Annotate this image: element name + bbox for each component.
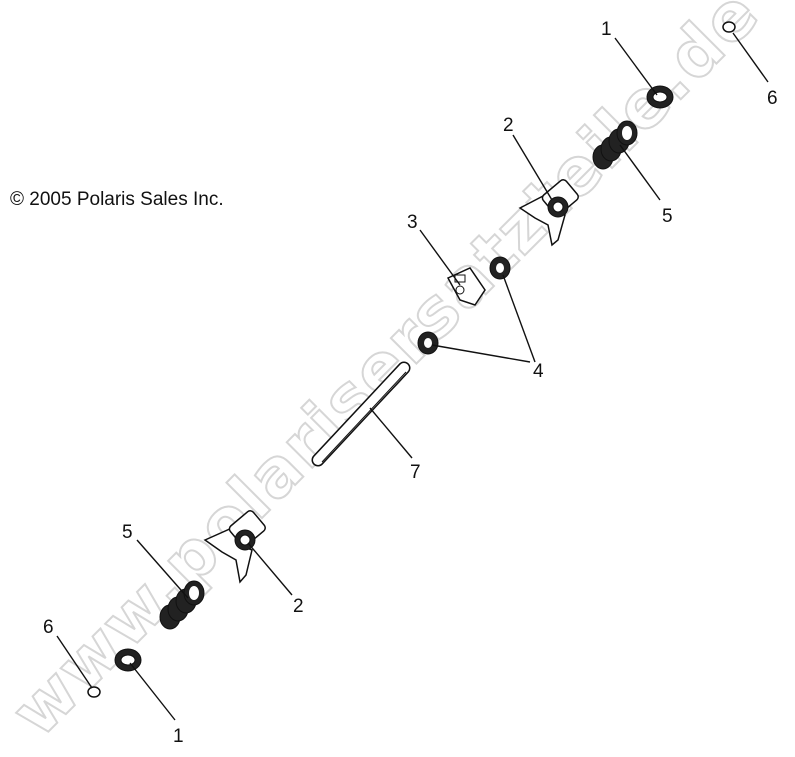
pin-top (722, 21, 736, 33)
callout-1-top: 1 (601, 19, 612, 40)
callout-5-bottom: 5 (122, 522, 133, 543)
copyright-notice: © 2005 Polaris Sales Inc. (10, 189, 224, 210)
pin-bottom (87, 686, 101, 698)
callout-3: 3 (407, 212, 418, 233)
shift-fork-top (518, 179, 579, 247)
leader-lines (56, 32, 769, 721)
callout-6-top: 6 (767, 88, 778, 109)
spring-bottom (159, 580, 205, 630)
shift-shaft (311, 361, 411, 467)
callout-2-bottom: 2 (293, 596, 304, 617)
spring-top (592, 120, 638, 170)
callout-2-top: 2 (503, 115, 514, 136)
washer-top (646, 85, 674, 109)
watermark: www.polarisersatzteile.de (0, 0, 775, 752)
callout-1-bottom: 1 (173, 726, 184, 747)
selector-bracket (446, 267, 486, 306)
callout-6-bottom: 6 (43, 617, 54, 638)
shift-fork-bottom (203, 510, 266, 584)
detent-spring-upper (489, 256, 511, 280)
callout-4: 4 (533, 361, 544, 382)
callout-7: 7 (410, 462, 421, 483)
washer-bottom (114, 648, 142, 672)
callout-5-top: 5 (662, 206, 673, 227)
detent-spring-lower (417, 331, 439, 355)
